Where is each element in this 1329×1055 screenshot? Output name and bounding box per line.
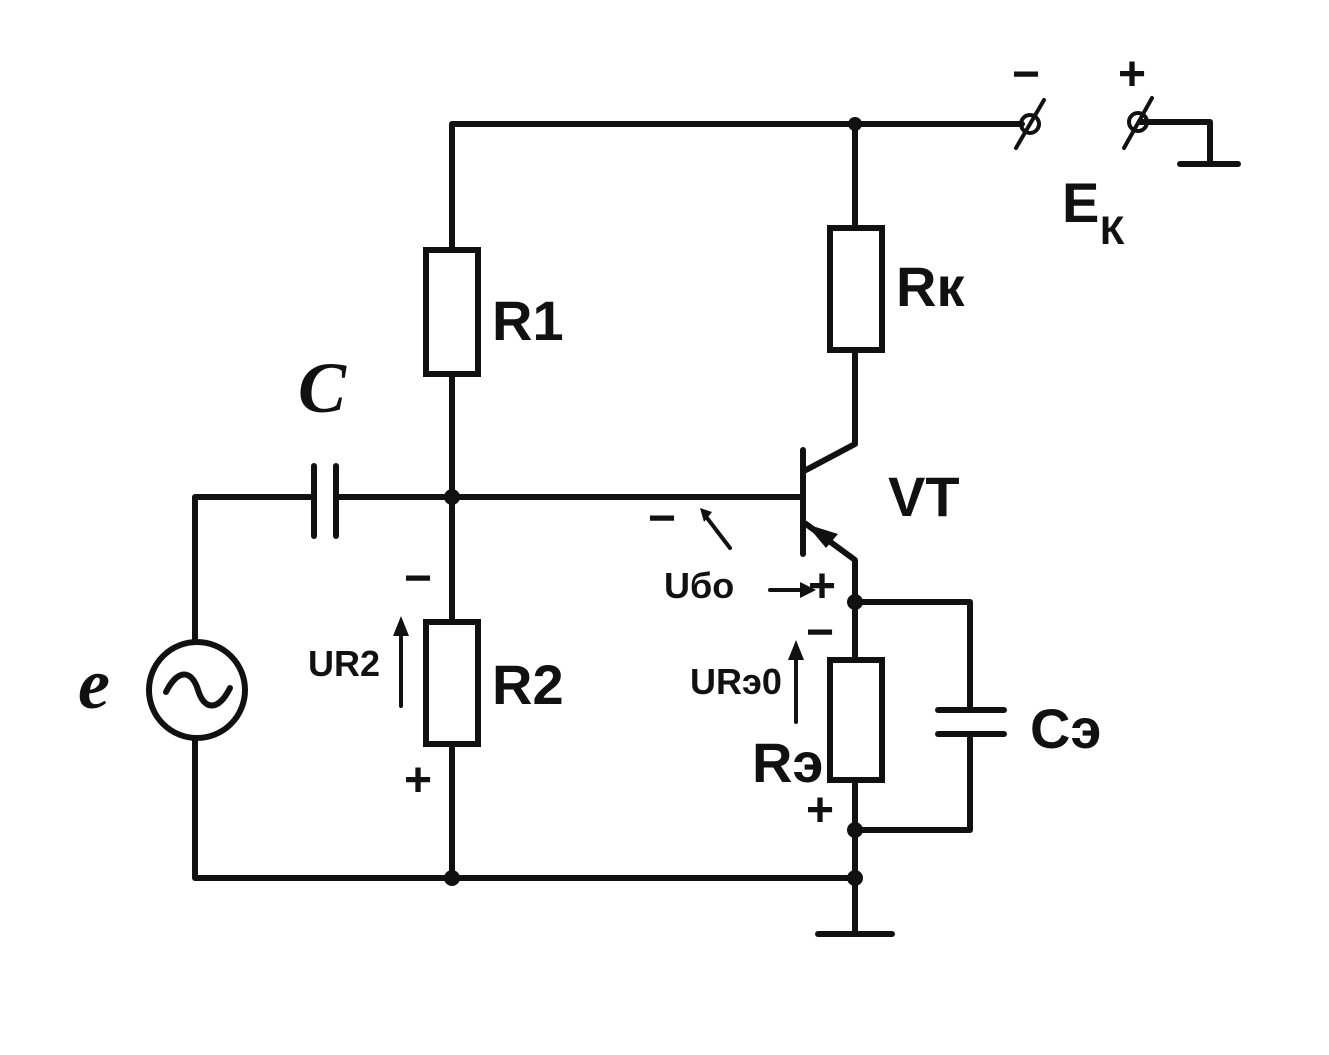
voltage-arrow-ub0-icon (768, 582, 816, 598)
label-source: e (78, 644, 110, 724)
wire-supply-plus (1137, 119, 1213, 167)
polarity-re-bottom: + (806, 784, 834, 837)
wire-ce-top (852, 599, 973, 711)
polarity-re-top: − (806, 606, 834, 659)
wire-collector (803, 347, 858, 473)
polarity-ub0-plus: + (808, 560, 836, 613)
label-r2: R2 (492, 653, 564, 716)
wires (192, 119, 1241, 937)
wire-source-bottom (192, 735, 858, 881)
wire-source-top (192, 494, 315, 645)
supply-terminal-minus (1014, 98, 1046, 150)
capacitor-ce (935, 707, 1007, 737)
resistor-rk (827, 225, 885, 353)
transistor-vt (800, 447, 838, 557)
ac-source (146, 639, 248, 741)
junction-dot (848, 117, 862, 131)
resistor-re (827, 657, 885, 783)
junction-dot (847, 870, 863, 886)
label-ek-main: E (1062, 171, 1099, 234)
label-ek-sub: К (1100, 209, 1125, 253)
wire-top-rail (449, 121, 1025, 253)
emitter-arrow-icon (806, 524, 838, 548)
polarity-r2-top: − (404, 552, 432, 605)
label-ce: Cэ (1030, 697, 1101, 760)
junction-dot (444, 489, 460, 505)
label-rk: Rк (896, 255, 965, 318)
label-vt: VT (888, 465, 960, 528)
polarity-r2-bottom: + (404, 754, 432, 807)
label-re: Rэ (752, 731, 823, 794)
polarity-supply-plus: + (1118, 48, 1146, 101)
junction-dot (444, 870, 460, 886)
polarity-base-minus: − (648, 492, 676, 545)
junction-dot (847, 594, 863, 610)
junctions (444, 117, 863, 886)
pointer-arrow-base-icon (700, 508, 732, 550)
label-ure0: URэ0 (690, 661, 782, 702)
junction-dot (847, 822, 863, 838)
label-r1: R1 (492, 289, 564, 352)
voltage-arrow-ure0-icon (788, 640, 804, 724)
supply-terminal-plus (1122, 96, 1154, 150)
voltage-arrow-ur2-icon (393, 616, 409, 708)
resistor-r1 (423, 247, 481, 377)
polarity-supply-minus: − (1012, 48, 1040, 101)
wire-ce-bottom (852, 735, 973, 833)
capacitor-c (311, 463, 339, 539)
label-c: C (298, 348, 347, 428)
label-ur2: UR2 (308, 643, 380, 684)
resistor-r2 (423, 619, 481, 747)
label-ub0: Uбо (664, 565, 734, 606)
